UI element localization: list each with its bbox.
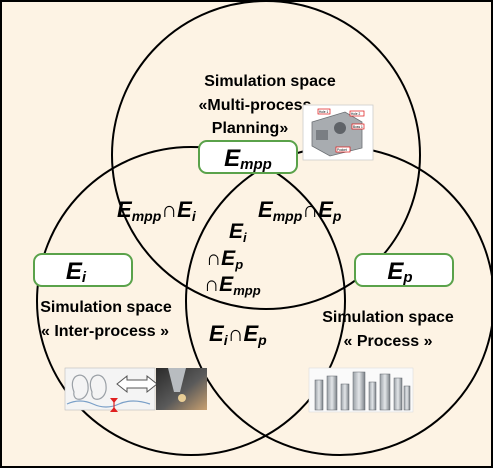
center-line1: Ei [229, 220, 247, 245]
intersection-i-p: Ei∩Ep [209, 321, 267, 348]
inter-process-tool-images [64, 367, 207, 412]
right-title-line2: « Process » [344, 333, 433, 350]
center-line3: ∩Empp [204, 273, 261, 298]
badge-e-i-label: Ei [66, 258, 87, 286]
cutting-tools-image [308, 367, 414, 413]
top-title-line2: «Multi-process [199, 97, 312, 114]
left-title-line2: « Inter-process » [41, 323, 169, 340]
badge-e-mpp [198, 140, 298, 174]
top-title-line3: Planning» [212, 120, 289, 137]
part-tag-hole-2: Hole 2 [351, 112, 360, 116]
left-title-line1: Simulation space [40, 299, 172, 316]
center-line2: ∩Ep [206, 247, 243, 272]
right-title-line1: Simulation space [322, 309, 454, 326]
part-machining-plan-image: Hole 1 Hole 2 Boss 1 Pocket [302, 104, 374, 161]
badge-e-p [354, 253, 454, 287]
intersection-mpp-p: Empp∩Ep [258, 197, 342, 224]
multi-process-circle [111, 0, 421, 310]
badge-e-mpp-label: Empp [224, 145, 272, 173]
intersection-mpp-i: Empp∩Ei [117, 197, 197, 224]
badge-e-i [33, 253, 133, 287]
part-tag-pocket: Pocket [337, 148, 347, 152]
badge-e-p-label: Ep [387, 258, 412, 286]
inter-process-circle [36, 146, 346, 456]
part-tag-hole-1: Hole 1 [319, 110, 328, 114]
part-tag-boss-1: Boss 1 [353, 125, 363, 129]
top-title-line1: Simulation space [204, 73, 336, 90]
